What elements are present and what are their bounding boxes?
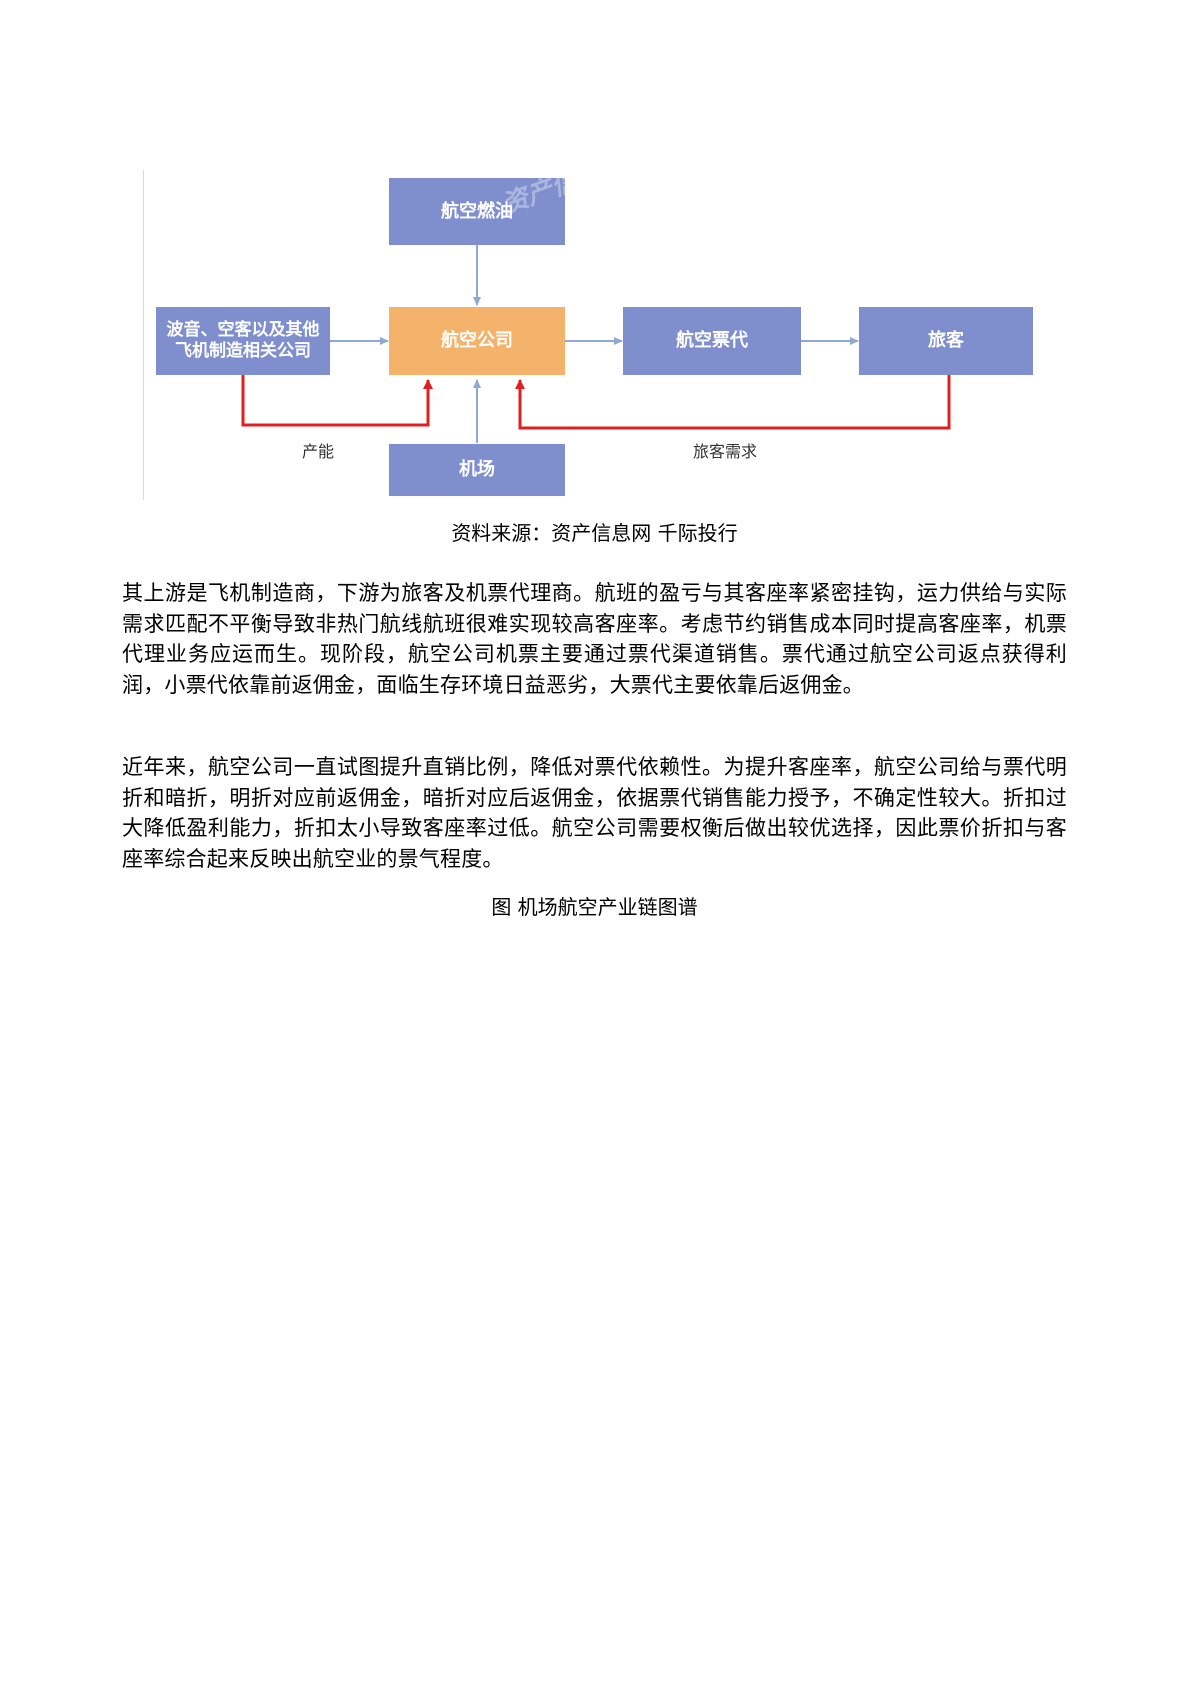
node-manufacturers-label: 波音、空客以及其他飞机制造相关公司: [166, 320, 320, 361]
node-aviation-fuel: 航空燃油 资产信: [389, 166, 582, 245]
node-ticket-agency-label: 航空票代: [676, 330, 748, 351]
diagram-connectors: [241, 245, 951, 443]
label-passenger-demand: 旅客需求: [693, 442, 758, 461]
node-aviation-fuel-label: 航空燃油: [441, 200, 513, 222]
paragraph-1: 其上游是飞机制造商，下游为旅客及机票代理商。航班的盈亏与其客座率紧密挂钩，运力供…: [122, 581, 1067, 697]
node-airport-label: 机场: [459, 459, 495, 480]
arrow-passenger-demand: [515, 375, 951, 430]
node-ticket-agency: 航空票代: [623, 307, 801, 375]
figure-caption: 图 机场航空产业链图谱: [491, 895, 698, 919]
node-airport: 机场: [389, 444, 565, 496]
node-airline-label: 航空公司: [441, 330, 513, 351]
arrow-capacity: [241, 375, 433, 427]
source-caption: 资料来源：资产信息网 千际投行: [451, 521, 738, 545]
node-manufacturers: 波音、空客以及其他飞机制造相关公司: [156, 307, 330, 375]
node-passenger-label: 旅客: [928, 330, 964, 351]
diagram-border: [143, 170, 144, 500]
paragraph-2: 近年来，航空公司一直试图提升直销比例，降低对票代依赖性。为提升客座率，航空公司给…: [122, 755, 1067, 871]
label-capacity: 产能: [302, 442, 335, 461]
node-airline: 航空公司: [389, 307, 565, 375]
node-passenger: 旅客: [859, 307, 1033, 375]
